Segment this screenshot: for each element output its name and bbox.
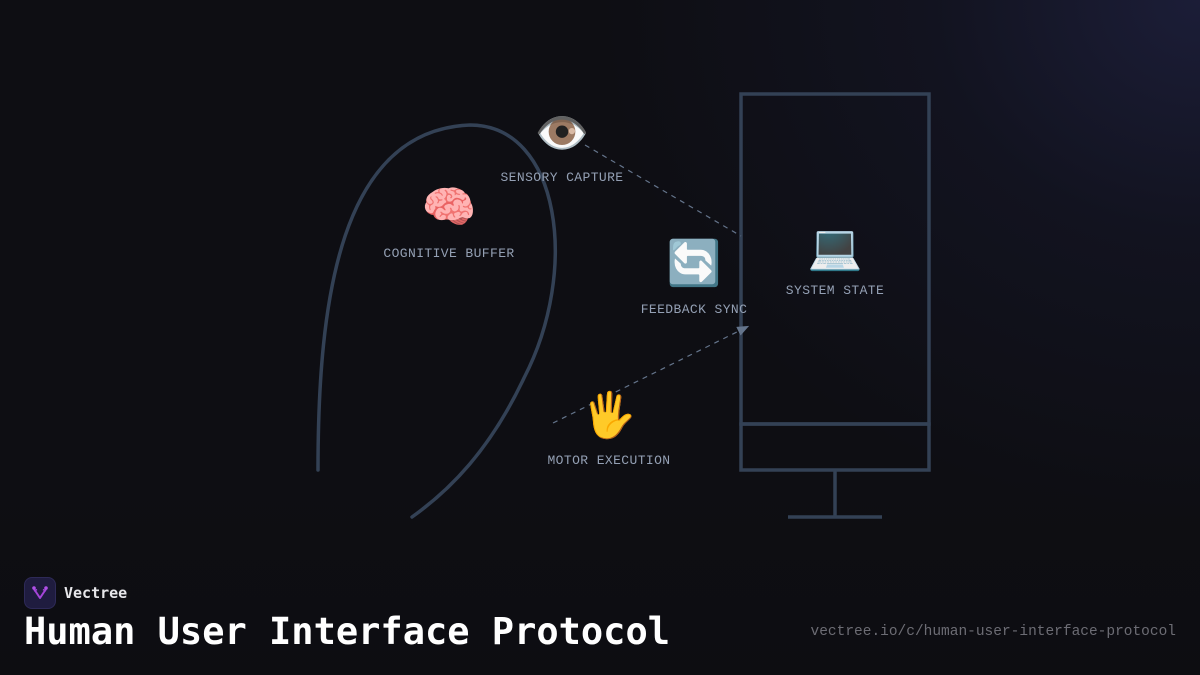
connector-sensory-to-system bbox=[584, 144, 742, 237]
node-label: SENSORY CAPTURE bbox=[500, 170, 624, 185]
head-silhouette-outline bbox=[316, 123, 557, 519]
node-feedback-sync: 🔄 FEEDBACK SYNC bbox=[641, 238, 748, 317]
node-label: MOTOR EXECUTION bbox=[547, 453, 671, 468]
eye-icon: 👁️ bbox=[534, 108, 590, 159]
laptop-icon: 💻 bbox=[807, 222, 863, 273]
sync-arrows-icon: 🔄 bbox=[666, 238, 722, 289]
vectree-logo-icon bbox=[24, 577, 56, 609]
node-system-state: 💻 SYSTEM STATE bbox=[786, 222, 884, 298]
brain-icon: 🧠 bbox=[421, 182, 477, 233]
raised-hand-icon: 🖐️ bbox=[581, 390, 637, 441]
brand-name: Vectree bbox=[64, 584, 128, 602]
node-label: FEEDBACK SYNC bbox=[640, 302, 748, 317]
monitor-bezel-outline bbox=[739, 422, 931, 472]
node-cognitive-buffer: 🧠 COGNITIVE BUFFER bbox=[383, 182, 514, 261]
node-label: COGNITIVE BUFFER bbox=[383, 246, 515, 261]
brand: Vectree bbox=[24, 577, 127, 609]
page-title: Human User Interface Protocol bbox=[24, 610, 671, 653]
node-sensory-capture: 👁️ SENSORY CAPTURE bbox=[500, 108, 623, 185]
connector-motor-to-system bbox=[552, 325, 750, 424]
node-label: SYSTEM STATE bbox=[785, 283, 885, 298]
page-url-link[interactable]: vectree.io/c/human-user-interface-protoc… bbox=[810, 624, 1176, 640]
node-motor-execution: 🖐️ MOTOR EXECUTION bbox=[547, 390, 670, 468]
